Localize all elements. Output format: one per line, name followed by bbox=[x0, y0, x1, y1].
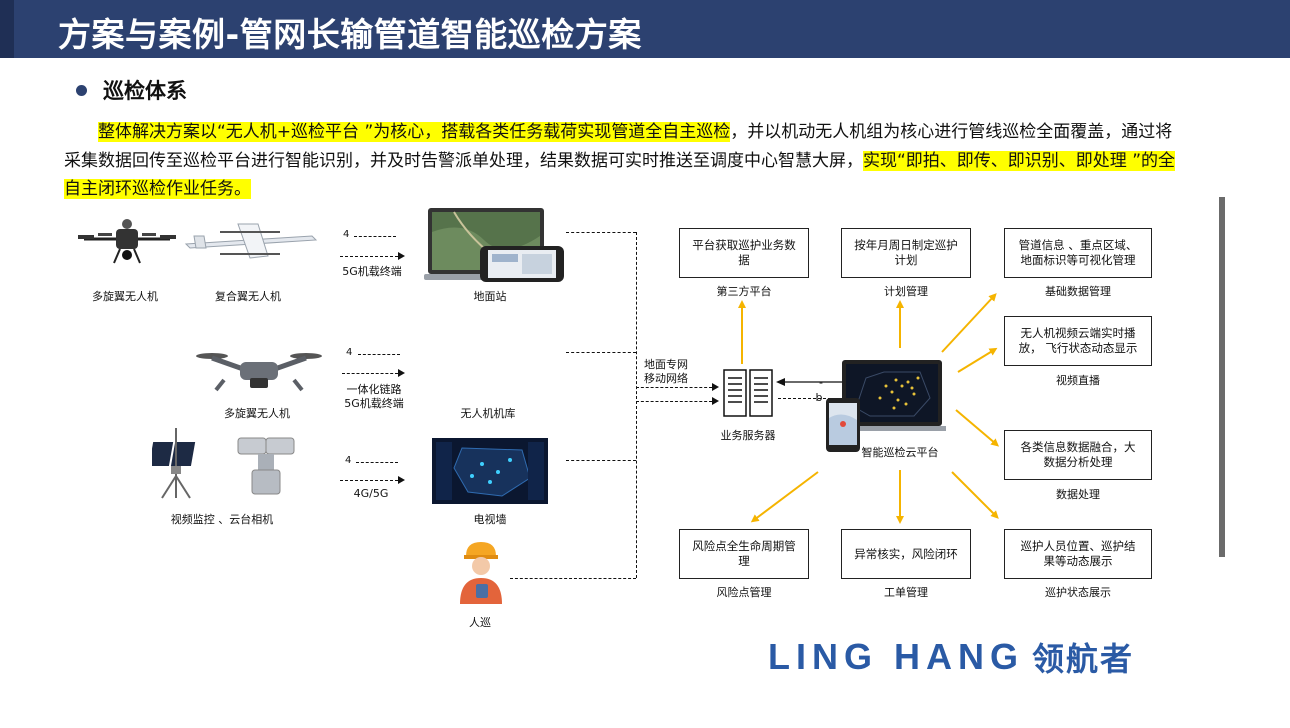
link-dash-label: - bbox=[819, 376, 823, 389]
platform-to-server-arrow bbox=[776, 378, 842, 386]
network-label-b: 移动网络 bbox=[644, 372, 688, 385]
module-box-data-processing: 各类信息数据融合，大数据分析处理 bbox=[1004, 430, 1152, 480]
link-3-arrow-line bbox=[340, 480, 398, 481]
connector-to-server-1 bbox=[636, 387, 712, 388]
multirotor-drone-2-icon bbox=[196, 353, 322, 392]
module-box-patrol-status: 巡护人员位置、巡护结果等动态展示 bbox=[1004, 529, 1152, 579]
module-box-risk: 风险点全生命周期管理 bbox=[679, 529, 809, 579]
connector-ground-station bbox=[566, 232, 636, 233]
logo-latin-text: LING HANG bbox=[768, 636, 1024, 677]
section-heading: 巡检体系 bbox=[76, 76, 187, 104]
scrollbar[interactable] bbox=[1219, 197, 1225, 557]
patrol-label: 人巡 bbox=[469, 616, 491, 629]
fixed-wing-drone-label: 复合翼无人机 bbox=[215, 290, 281, 303]
server-to-platform-dashed bbox=[778, 398, 846, 399]
tv-wall-screen bbox=[432, 438, 548, 504]
patrol-worker-icon bbox=[460, 542, 502, 604]
section-title: 巡检体系 bbox=[103, 79, 187, 103]
page-title: 方案与案例-管网长输管道智能巡检方案 bbox=[58, 15, 642, 54]
link-2-number: 4 bbox=[346, 347, 353, 358]
fixed-wing-drone-icon bbox=[184, 223, 318, 259]
camera-label: 视频监控 、云台相机 bbox=[170, 513, 274, 526]
link-b-label: b bbox=[815, 391, 823, 404]
link-2-dash bbox=[358, 354, 400, 355]
server-icon bbox=[723, 369, 773, 417]
link-2-label-a: 一体化链路 bbox=[346, 383, 402, 396]
module-box-plan: 按年月周日制定巡护计划 bbox=[841, 228, 971, 278]
module-box-basic-data: 管道信息 、重点区域、地面标识等可视化管理 bbox=[1004, 228, 1152, 278]
link-2-label-b: 5G机载终端 bbox=[344, 397, 404, 410]
link-1-dash bbox=[354, 236, 396, 237]
module-box-third-party: 平台获取巡护业务数据 bbox=[679, 228, 809, 278]
ground-station-label: 地面站 bbox=[473, 290, 507, 303]
link-1-label: 5G机载终端 bbox=[342, 265, 402, 278]
title-bar: 方案与案例-管网长输管道智能巡检方案 bbox=[0, 0, 1290, 58]
intro-highlight-1: 整体解决方案以“无人机+巡检平台 ”为核心，搭载各类任务载荷实现管道全自主巡检 bbox=[98, 122, 731, 142]
ground-station-icon bbox=[424, 208, 564, 282]
multirotor-drone-2-label: 多旋翼无人机 bbox=[224, 407, 290, 420]
multirotor-drone-1-label: 多旋翼无人机 bbox=[92, 290, 158, 303]
module-caption-third-party: 第三方平台 bbox=[716, 285, 772, 298]
server-label: 业务服务器 bbox=[720, 429, 776, 442]
link-2-arrow-line bbox=[342, 373, 398, 374]
link-2-arrowhead bbox=[398, 369, 405, 377]
module-caption-basic-data: 基础数据管理 bbox=[1045, 285, 1111, 298]
network-label-a: 地面专网 bbox=[644, 358, 688, 371]
link-3-label: 4G/5G bbox=[353, 487, 389, 500]
multirotor-drone-icon bbox=[78, 219, 176, 264]
module-box-video: 无人机视频云端实时播放， 飞行状态动态显示 bbox=[1004, 316, 1152, 366]
intro-body: ，并以机动无人机组为核心进行管线巡检全面覆盖，通过将采集数据回传至巡检平台进行智… bbox=[64, 122, 1173, 171]
module-caption-work-order: 工单管理 bbox=[884, 586, 928, 599]
intro-paragraph: 整体解决方案以“无人机+巡检平台 ”为核心，搭载各类任务载荷实现管道全自主巡检，… bbox=[64, 118, 1184, 204]
platform-label: 智能巡检云平台 bbox=[861, 446, 939, 459]
intro-indent bbox=[64, 122, 98, 142]
module-caption-risk: 风险点管理 bbox=[716, 586, 772, 599]
connector-to-server-1-arrowhead bbox=[712, 383, 719, 391]
link-3-dash bbox=[356, 462, 398, 463]
link-1-arrowhead bbox=[398, 252, 405, 260]
tv-wall-map-graphic bbox=[432, 438, 548, 504]
link-3-arrowhead bbox=[398, 476, 405, 484]
link-1-arrow-line bbox=[340, 256, 398, 257]
connector-dock bbox=[566, 352, 636, 353]
connector-to-server-2 bbox=[636, 401, 712, 402]
connector-vertical-bus bbox=[636, 232, 637, 578]
module-caption-plan: 计划管理 bbox=[884, 285, 928, 298]
module-caption-video: 视频直播 bbox=[1056, 374, 1100, 387]
platform-output-arrows bbox=[738, 293, 1000, 524]
link-3-number: 4 bbox=[345, 455, 352, 466]
module-caption-patrol-status: 巡护状态展示 bbox=[1045, 586, 1111, 599]
company-logo: LING HANG 领航者 bbox=[768, 634, 1134, 680]
tv-wall-label: 电视墙 bbox=[473, 513, 507, 526]
module-caption-data-processing: 数据处理 bbox=[1056, 488, 1100, 501]
video-camera-icon bbox=[152, 428, 295, 499]
drone-dock-label: 无人机机库 bbox=[460, 407, 516, 420]
bullet-icon bbox=[76, 84, 87, 96]
title-accent-strip bbox=[0, 0, 14, 58]
cloud-platform-icon bbox=[826, 360, 946, 452]
module-box-work-order: 异常核实，风险闭环 bbox=[841, 529, 971, 579]
connector-patrol bbox=[510, 578, 636, 579]
logo-chinese-text: 领航者 bbox=[1032, 640, 1135, 678]
connector-to-server-2-arrowhead bbox=[712, 397, 719, 405]
connector-tv-wall bbox=[566, 460, 636, 461]
link-1-number: 4 bbox=[343, 229, 350, 240]
